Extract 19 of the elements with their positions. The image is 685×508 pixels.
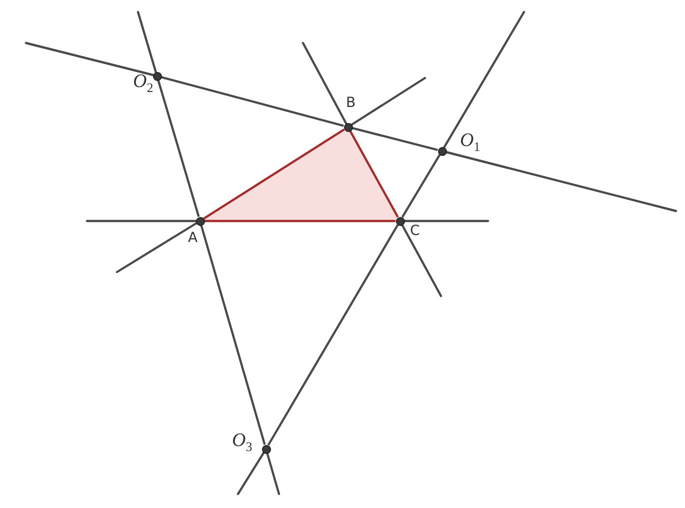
point-dot (152, 72, 162, 80)
line-segment (267, 224, 399, 446)
line-segment (352, 127, 438, 151)
line-segment (401, 154, 441, 218)
point-dot (196, 216, 204, 226)
triangle-side (349, 130, 399, 218)
line-segment (157, 80, 200, 217)
point-dot (262, 444, 270, 454)
point-label: O$_{2}$ (133, 72, 154, 94)
triangle-side (203, 128, 345, 220)
point-label: A (188, 231, 198, 245)
point-label: O$_{1}$ (460, 131, 480, 153)
triangle-side (204, 220, 396, 222)
point-label: B (346, 96, 356, 110)
point-label: C (410, 224, 420, 238)
point-dot (438, 146, 446, 156)
line-segment (161, 76, 344, 127)
point-label: O$_{3}$ (232, 431, 252, 453)
line-segment (200, 225, 266, 445)
